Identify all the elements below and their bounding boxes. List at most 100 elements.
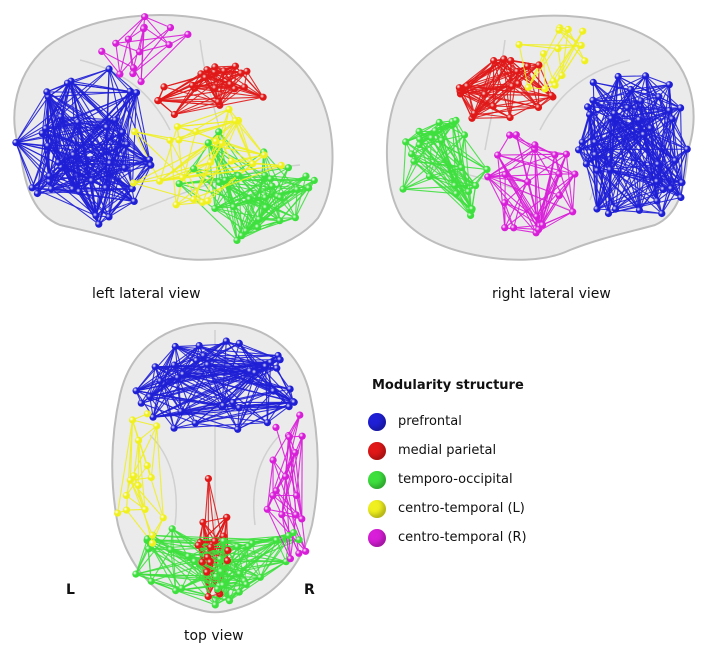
prefrontal-node bbox=[88, 177, 96, 185]
medial-parietal-node bbox=[204, 592, 212, 601]
centro-temporal-left-node bbox=[147, 473, 155, 482]
prefrontal-node bbox=[195, 342, 203, 350]
medial-parietal-node bbox=[489, 102, 497, 110]
temporo-occipital-nodes bbox=[175, 128, 318, 244]
medial-parietal-node bbox=[508, 82, 516, 90]
temporo-occipital-node bbox=[457, 164, 466, 172]
left-lateral-brain-network bbox=[12, 13, 334, 261]
prefrontal-node bbox=[95, 220, 103, 228]
temporo-occipital-node bbox=[452, 190, 460, 198]
temporo-occipital-node bbox=[225, 597, 234, 605]
prefrontal-node bbox=[222, 337, 230, 345]
temporo-occipital-node bbox=[230, 203, 238, 211]
prefrontal-node bbox=[146, 393, 154, 401]
prefrontal-node bbox=[219, 402, 227, 410]
centro-temporal-right-node bbox=[140, 25, 148, 33]
centro-temporal-right-node bbox=[555, 170, 563, 178]
brain-sulcus bbox=[539, 59, 631, 131]
centro-temporal-left-node bbox=[143, 410, 151, 418]
brain-sulcus bbox=[199, 39, 226, 151]
temporo-occipital-node bbox=[415, 127, 423, 135]
medial-parietal-node bbox=[203, 568, 211, 576]
temporo-occipital-node bbox=[431, 127, 439, 135]
centro-temporal-left-node bbox=[577, 41, 585, 50]
prefrontal-node bbox=[262, 362, 270, 370]
centro-temporal-right-edges bbox=[101, 16, 189, 82]
centro-temporal-left-nodes bbox=[129, 105, 285, 209]
temporo-occipital-node bbox=[212, 572, 220, 581]
prefrontal-node bbox=[179, 370, 187, 378]
prefrontal-node bbox=[191, 419, 199, 427]
centro-temporal-left-node bbox=[249, 160, 257, 168]
prefrontal-node bbox=[653, 178, 661, 186]
prefrontal-node bbox=[627, 85, 635, 94]
temporo-occipital-node bbox=[236, 570, 244, 578]
temporo-occipital-node bbox=[302, 172, 310, 180]
prefrontal-node bbox=[128, 185, 136, 193]
centro-temporal-left-node bbox=[173, 123, 181, 131]
centro-temporal-right-node bbox=[501, 224, 509, 232]
temporo-occipital-node bbox=[219, 581, 227, 589]
centro-temporal-right-node bbox=[298, 515, 306, 523]
centro-temporal-left-node bbox=[172, 201, 180, 209]
prefrontal-node bbox=[591, 151, 599, 159]
temporo-occipital-node bbox=[472, 182, 480, 190]
right-lateral-panel bbox=[380, 0, 708, 270]
medial-parietal-node bbox=[463, 82, 471, 90]
centro-temporal-left-node bbox=[227, 157, 235, 165]
centro-temporal-right-node bbox=[292, 491, 301, 500]
temporo-occipital-node bbox=[402, 138, 410, 146]
prefrontal-node bbox=[235, 404, 243, 412]
prefrontal-node bbox=[665, 106, 673, 115]
prefrontal-node bbox=[156, 377, 164, 385]
prefrontal-node bbox=[105, 65, 113, 73]
medial-parietal-node bbox=[470, 109, 478, 117]
centro-temporal-right-node bbox=[295, 549, 303, 557]
temporo-occipital-node bbox=[167, 546, 175, 554]
centro-temporal-left-node bbox=[277, 161, 285, 169]
centro-temporal-left-nodes bbox=[515, 24, 589, 93]
legend-swatch-prefrontal bbox=[368, 412, 386, 431]
centro-temporal-right-node bbox=[112, 39, 120, 47]
temporo-occipital-node bbox=[238, 232, 246, 240]
prefrontal-node bbox=[285, 403, 293, 411]
medial-parietal-node bbox=[535, 61, 543, 69]
centro-temporal-left-node bbox=[555, 26, 563, 34]
prefrontal-node bbox=[47, 185, 55, 193]
brain-sulcus bbox=[79, 59, 171, 131]
prefrontal-node bbox=[677, 193, 685, 202]
medial-parietal-node bbox=[226, 80, 234, 88]
temporo-occipital-nodes bbox=[399, 116, 491, 219]
centro-temporal-right-nodes bbox=[98, 13, 192, 86]
centro-temporal-left-node bbox=[143, 462, 151, 470]
temporo-occipital-node bbox=[276, 217, 284, 225]
prefrontal-node bbox=[192, 356, 201, 365]
prefrontal-node bbox=[290, 398, 298, 406]
centro-temporal-left-node bbox=[225, 105, 233, 113]
medial-parietal-node bbox=[490, 57, 498, 65]
prefrontal-node bbox=[118, 128, 127, 136]
centro-temporal-right-node bbox=[531, 141, 539, 149]
medial-parietal-node bbox=[188, 81, 196, 89]
prefrontal-node bbox=[70, 151, 78, 159]
prefrontal-node bbox=[269, 387, 278, 395]
centro-temporal-right-node bbox=[116, 70, 124, 78]
prefrontal-node bbox=[57, 113, 65, 121]
centro-temporal-right-nodes bbox=[263, 411, 310, 563]
centro-temporal-right-node bbox=[571, 170, 579, 178]
prefrontal-node bbox=[234, 425, 242, 433]
prefrontal-node bbox=[204, 361, 212, 369]
temporo-occipital-node bbox=[438, 136, 446, 144]
centro-temporal-right-node bbox=[551, 151, 559, 159]
temporo-occipital-edges bbox=[178, 131, 315, 241]
prefrontal-node bbox=[28, 184, 36, 192]
centro-temporal-left-node bbox=[178, 174, 186, 182]
prefrontal-node bbox=[659, 185, 667, 194]
centro-temporal-left-node bbox=[134, 481, 142, 490]
temporo-occipital-node bbox=[415, 141, 423, 149]
medial-parietal-node bbox=[211, 63, 219, 71]
prefrontal-node bbox=[103, 123, 111, 131]
prefrontal-node bbox=[105, 213, 113, 221]
medial-parietal-node bbox=[514, 80, 522, 88]
centro-temporal-left-node bbox=[114, 509, 122, 517]
